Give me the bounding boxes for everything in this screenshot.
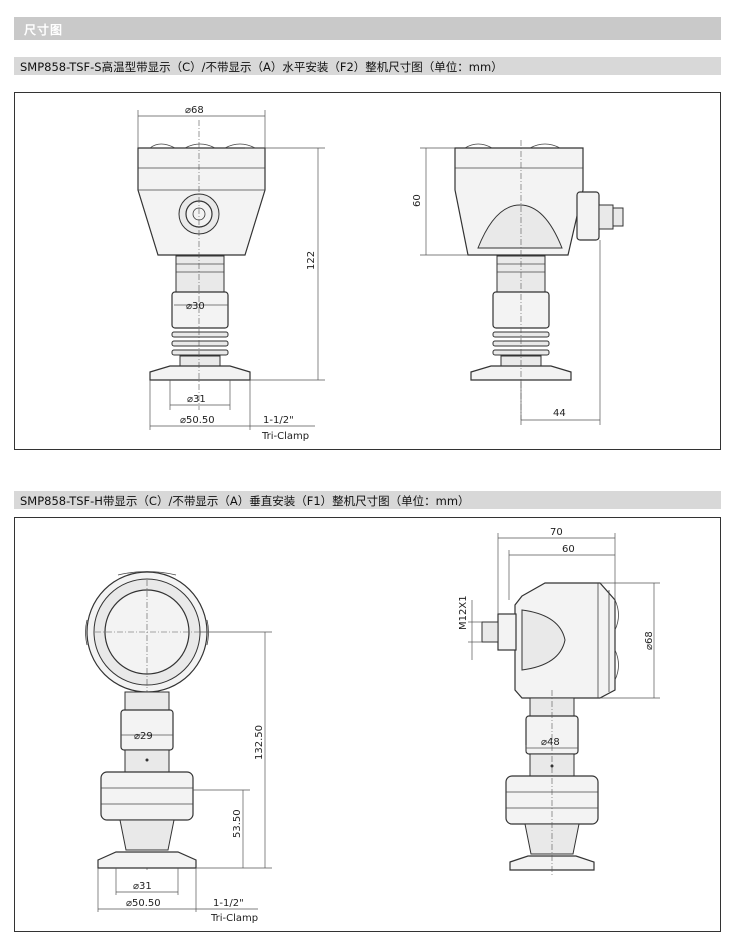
s2-front-body xyxy=(100,771,194,821)
s2-front-dinner-label: ⌀31 xyxy=(133,881,152,892)
s2-clamp-size-label: 1-1/2" xyxy=(213,898,244,909)
s2-front-cone xyxy=(119,819,175,851)
s1-side-connector xyxy=(598,204,614,230)
s2-front-clamp xyxy=(97,851,197,869)
s2-front-dimensions xyxy=(97,631,272,912)
s2-side-arch xyxy=(521,609,566,671)
section-header: 尺寸图 xyxy=(14,17,721,40)
s1-front-dinner-label: ⌀31 xyxy=(187,394,206,405)
s1-fin-1 xyxy=(171,331,229,338)
section1-title: SMP858-TSF-S高温型带显示（C）/不带显示（A）水平安装（F2）整机尺… xyxy=(20,60,503,74)
s1-side-boss xyxy=(576,191,600,241)
s2-side-boss xyxy=(497,613,517,651)
s2-clamp-type-label: Tri-Clamp xyxy=(210,913,258,924)
s1-front-dneck-label: ⌀30 xyxy=(186,301,205,312)
s1-side-arch xyxy=(477,204,563,249)
s1-clamp-type-label: Tri-Clamp xyxy=(261,431,309,442)
s1-side-dimensions xyxy=(420,147,601,425)
s1-front-clamp xyxy=(149,365,251,381)
section2-title-bar: SMP858-TSF-H带显示（C）/不带显示（A）垂直安装（F1）整机尺寸图（… xyxy=(14,491,721,509)
s2-front-douter-label: ⌀50.50 xyxy=(126,898,161,909)
section2-title: SMP858-TSF-H带显示（C）/不带显示（A）垂直安装（F1）整机尺寸图（… xyxy=(20,494,470,508)
s2-side-width-total-label: 70 xyxy=(550,527,563,538)
s1-front-douter-label: ⌀50.50 xyxy=(180,415,215,426)
s1-fin-2 xyxy=(171,340,229,347)
s1-side-connector-tip xyxy=(612,207,624,227)
s1-fin-3 xyxy=(171,349,229,356)
s1-front-height-label: 122 xyxy=(306,251,317,270)
s1-side-view xyxy=(454,140,624,420)
s2-front-view xyxy=(85,571,209,870)
section-header-title: 尺寸图 xyxy=(24,23,64,37)
section1-title-bar: SMP858-TSF-S高温型带显示（C）/不带显示（A）水平安装（F2）整机尺… xyxy=(14,57,721,75)
s2-side-width-head-label: 60 xyxy=(562,544,575,555)
s1-side-head-height-label: 60 xyxy=(412,194,423,207)
section1-drawing-frame xyxy=(14,92,721,450)
s2-side-dhead-label: ⌀68 xyxy=(644,631,655,650)
s1-ferrule-neck xyxy=(179,355,221,367)
s1-front-stem xyxy=(171,291,229,329)
s1-front-neck xyxy=(175,255,225,293)
s2-front-height-label: 132.50 xyxy=(254,725,265,760)
s2-side-connector xyxy=(481,621,499,643)
s1-front-view xyxy=(137,120,266,410)
s1-side-offset-label: 44 xyxy=(553,408,566,419)
s2-front-neck-top xyxy=(124,691,170,711)
s2-front-lower-height-label: 53.50 xyxy=(232,809,243,838)
s2-side-dneck-label: ⌀48 xyxy=(541,737,560,748)
s2-side-view xyxy=(481,582,619,875)
s1-front-dimensions xyxy=(137,110,325,430)
s2-front-dneck-label: ⌀29 xyxy=(134,731,153,742)
s1-clamp-size-label: 1-1/2" xyxy=(263,415,294,426)
s2-side-thread-label: M12X1 xyxy=(458,595,469,630)
s1-front-dtop-label: ⌀68 xyxy=(185,105,204,116)
s2-front-neck xyxy=(120,709,174,751)
s2-side-dimensions xyxy=(468,533,660,752)
